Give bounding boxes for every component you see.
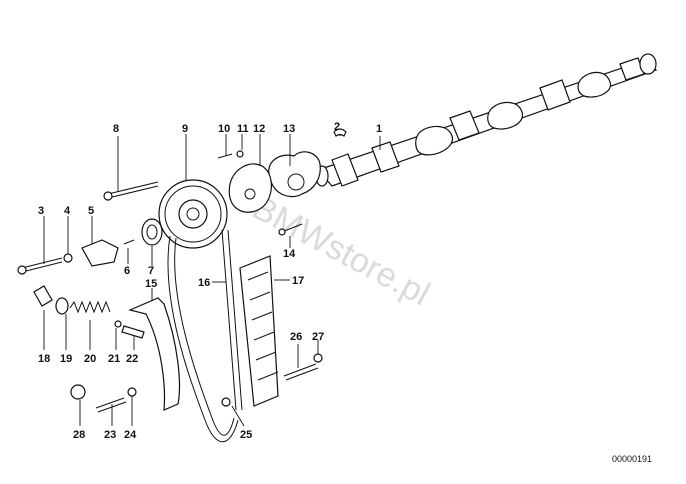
callout-7: 7	[148, 265, 154, 277]
leader-lines	[43, 134, 381, 427]
callout-18: 18	[38, 353, 50, 365]
callout-21: 21	[108, 353, 120, 365]
callout-5: 5	[88, 205, 94, 217]
callouts: 1 2 3 4 5 6 7 8 9 10 11 12 13 14 15 16 1…	[38, 121, 382, 441]
callout-13: 13	[283, 123, 295, 135]
callout-23: 23	[104, 429, 116, 441]
callout-16: 16	[198, 277, 210, 289]
callout-2: 2	[334, 121, 340, 133]
callout-20: 20	[84, 353, 96, 365]
callout-10: 10	[218, 123, 230, 135]
chain-tensioner	[33, 285, 145, 339]
camshaft-sprocket	[158, 179, 228, 249]
callout-12: 12	[253, 123, 265, 135]
guide-rail	[239, 255, 279, 407]
watermark: BMWstore.pl	[246, 189, 436, 314]
callout-24: 24	[124, 429, 137, 441]
sleeve	[141, 218, 163, 246]
thrust-plate	[228, 163, 272, 213]
callout-26: 26	[290, 331, 302, 343]
callout-9: 9	[182, 123, 188, 135]
callout-17: 17	[292, 275, 304, 287]
camshaft	[315, 53, 658, 187]
diagram-reference-number: 00000191	[612, 454, 652, 464]
callout-3: 3	[38, 205, 44, 217]
tensioner-rail	[128, 297, 181, 411]
callout-28: 28	[73, 429, 85, 441]
callout-14: 14	[283, 248, 296, 260]
callout-27: 27	[312, 331, 324, 343]
callout-6: 6	[124, 265, 130, 277]
fasteners	[17, 150, 323, 413]
callout-15: 15	[145, 278, 157, 290]
callout-22: 22	[126, 353, 138, 365]
woodruff-key	[333, 128, 347, 137]
callout-25: 25	[240, 429, 252, 441]
callout-19: 19	[60, 353, 72, 365]
callout-11: 11	[237, 123, 249, 135]
callout-8: 8	[113, 123, 119, 135]
callout-1: 1	[376, 123, 382, 135]
timing-chain	[167, 229, 243, 443]
callout-4: 4	[64, 205, 71, 217]
